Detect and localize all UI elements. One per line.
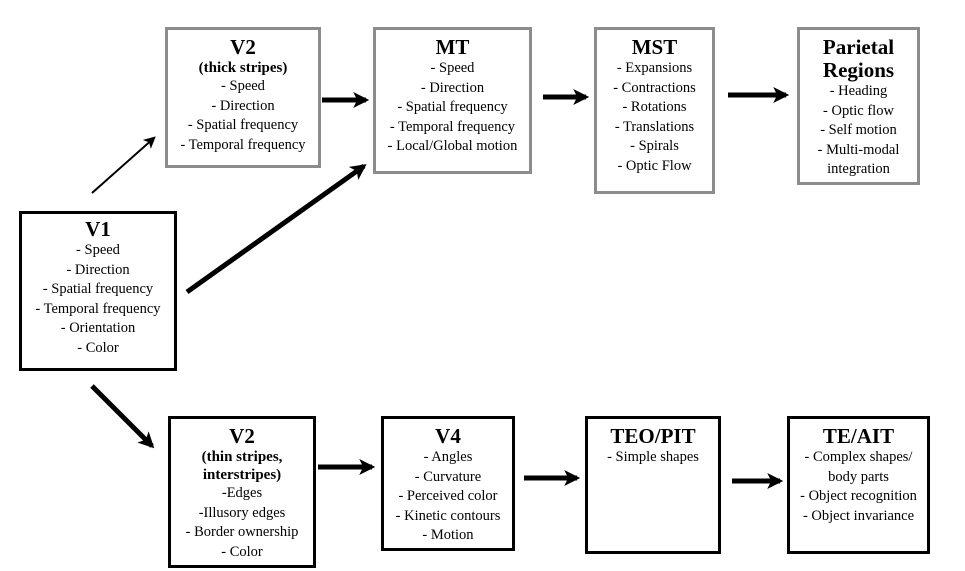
list-item: - Simple shapes (607, 449, 699, 465)
node-v4-title: V4 (435, 424, 461, 448)
list-item: - Speed (430, 60, 475, 76)
list-item: - Orientation (60, 320, 136, 337)
arrow-v1-to-v2-thin (90, 384, 155, 449)
list-item: - Heading (829, 83, 888, 99)
node-v1-title: V1 (85, 217, 111, 241)
list-item: - Spatial frequency (397, 99, 508, 116)
list-item: -Illusory edges (198, 504, 286, 521)
list-item: - Perceived color (398, 488, 498, 505)
node-teo-pit: TEO/PIT - Simple shapes (585, 416, 721, 554)
node-mt-items: - Speed - Direction - Spatial frequency … (388, 59, 518, 157)
node-v4: V4 - Angles - Curvature - Perceived colo… (381, 416, 515, 551)
node-v1: V1 - Speed - Direction - Spatial frequen… (19, 211, 177, 371)
list-item: - Temporal frequency (389, 118, 516, 135)
list-item: - Optic flow (823, 102, 894, 119)
node-v1-items: - Speed - Direction - Spatial frequency … (35, 241, 160, 359)
list-item: - Color (77, 339, 119, 356)
list-item: - Direction (420, 79, 485, 96)
node-parietal-title-2: Regions (822, 58, 895, 82)
node-v4-items: - Angles - Curvature - Perceived color -… (396, 448, 501, 546)
list-item: integration (827, 161, 890, 178)
node-mt-title: MT (435, 35, 470, 59)
node-v2-thin-subtitle-1: (thin stripes, (201, 449, 283, 465)
node-parietal-title-1: Parietal (822, 35, 895, 59)
list-item: - Spatial frequency (187, 117, 299, 134)
list-item: - Translations (614, 118, 695, 135)
list-item: body parts (828, 468, 889, 485)
node-v2-thin-subtitle-2: interstripes) (202, 467, 282, 483)
node-v2-thick-subtitle: (thick stripes) (198, 60, 288, 76)
node-v2-thick: V2 (thick stripes) - Speed - Direction -… (165, 27, 321, 168)
list-item: - Direction (66, 261, 130, 278)
list-item: - Rotations (622, 99, 687, 116)
list-item: - Optic Flow (617, 157, 692, 174)
node-te-ait: TE/AIT - Complex shapes/ body parts - Ob… (787, 416, 930, 554)
list-item: - Expansions (616, 60, 693, 76)
node-v2-thick-title: V2 (230, 35, 256, 59)
list-item: - Temporal frequency (180, 136, 306, 153)
list-item: - Angles (423, 449, 473, 465)
arrow-v1-to-mt (185, 163, 367, 295)
list-item: - Temporal frequency (35, 300, 161, 317)
node-mst-items: - Expansions - Contractions - Rotations … (613, 59, 696, 177)
list-item: - Object recognition (800, 488, 917, 505)
node-teo-pit-items: - Simple shapes (607, 448, 699, 468)
list-item: - Curvature (414, 468, 482, 485)
list-item: - Motion (422, 527, 474, 544)
list-item: - Local/Global motion (387, 138, 518, 155)
node-v2-thin: V2 (thin stripes, interstripes) -Edges -… (168, 416, 316, 568)
list-item: - Border ownership (185, 524, 299, 541)
list-item: - Object invariance (802, 507, 915, 524)
node-parietal: Parietal Regions - Heading - Optic flow … (797, 27, 920, 185)
list-item: - Kinetic contours (395, 507, 501, 524)
list-item: - Self motion (820, 122, 897, 139)
arrow-v1-to-v2-thick (91, 136, 156, 194)
node-mt: MT - Speed - Direction - Spatial frequen… (373, 27, 532, 174)
node-parietal-items: - Heading - Optic flow - Self motion - M… (818, 82, 900, 180)
list-item: - Contractions (613, 79, 696, 96)
list-item: - Spatial frequency (42, 281, 154, 298)
list-item: -Edges (221, 485, 263, 501)
list-item: - Multi-modal (817, 141, 900, 158)
node-v2-thick-items: - Speed - Direction - Spatial frequency … (180, 77, 305, 155)
list-item: - Color (221, 543, 263, 560)
list-item: - Speed (221, 78, 265, 94)
node-te-ait-items: - Complex shapes/ body parts - Object re… (800, 448, 917, 526)
node-v2-thin-title: V2 (229, 424, 255, 448)
list-item: - Direction (211, 97, 275, 114)
node-mst: MST - Expansions - Contractions - Rotati… (594, 27, 715, 194)
node-teo-pit-title: TEO/PIT (610, 424, 696, 448)
node-mst-title: MST (631, 35, 678, 59)
node-v2-thin-items: -Edges -Illusory edges - Border ownershi… (186, 484, 299, 562)
list-item: - Speed (76, 242, 120, 258)
list-item: - Complex shapes/ (804, 449, 913, 465)
list-item: - Spirals (630, 138, 679, 155)
node-te-ait-title: TE/AIT (822, 424, 895, 448)
